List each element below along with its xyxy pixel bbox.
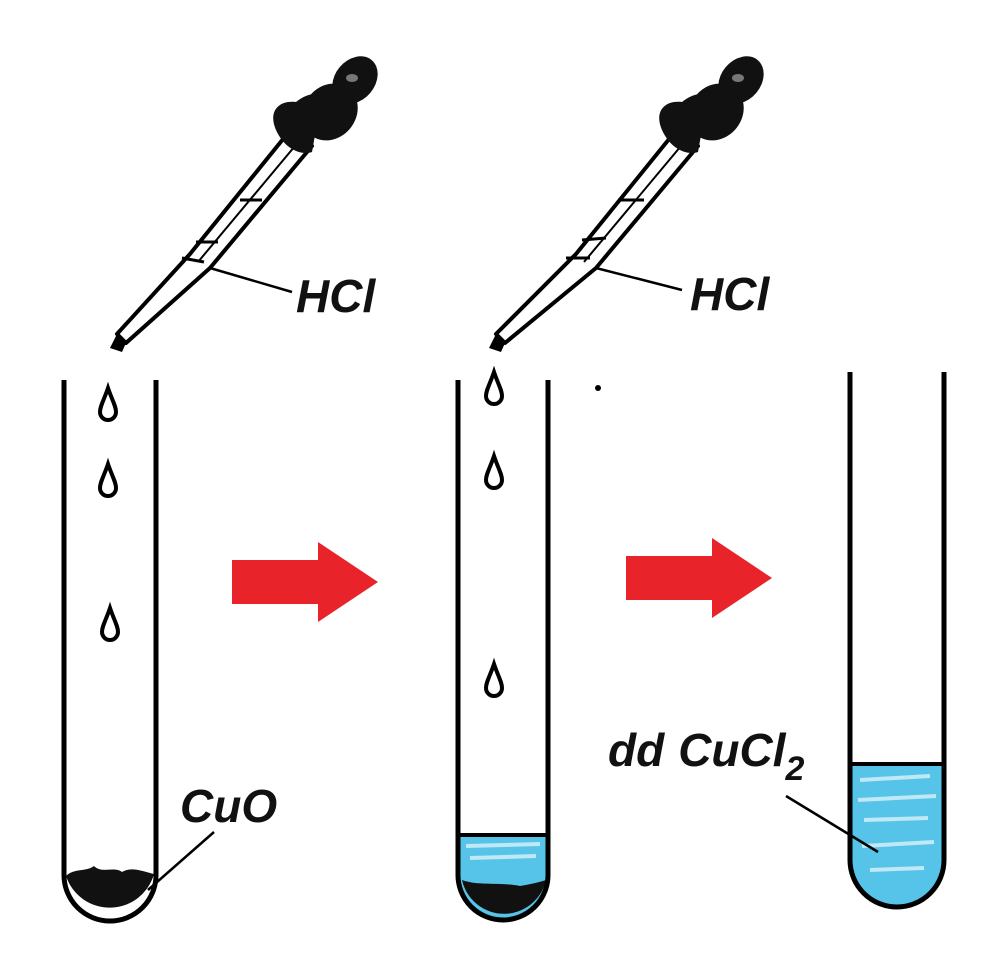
stray-dot [595, 385, 601, 391]
drop-icon [483, 657, 505, 698]
drop-icon [99, 601, 121, 642]
drop-icon [97, 381, 119, 422]
arrow-right-icon [626, 538, 772, 618]
dropper-1-bulb [273, 56, 378, 154]
test-tube-1: CuO [61, 380, 277, 924]
cucl2-leader [785, 794, 879, 854]
dropper-2-bulb [659, 56, 764, 154]
drop-icon [483, 365, 505, 406]
arrow-right-icon [232, 542, 378, 622]
tube-3-body [847, 372, 947, 910]
dropper-1: HCl [110, 56, 378, 352]
tube-3-solution-sheen [857, 774, 937, 872]
cuo-label: CuO [180, 780, 277, 832]
drop-icon [97, 457, 119, 498]
hcl-label-1: HCl [296, 270, 376, 322]
dropper-2: HCl [489, 56, 770, 352]
cucl2-prefix: dd [608, 724, 665, 776]
test-tube-2 [455, 365, 551, 923]
tube-2-solution-sheen [465, 842, 541, 860]
drop-icon [483, 449, 505, 490]
dropper-1-mark [181, 256, 205, 264]
tube-2-solid [462, 880, 546, 914]
dropper-2-glass [494, 126, 700, 345]
cuo-solid [66, 866, 154, 908]
hcl-1-leader [209, 266, 293, 294]
tube-3-solution [852, 764, 942, 905]
hcl-label-2: HCl [690, 268, 770, 320]
tube-1-body [61, 380, 159, 924]
dropper-1-tip [110, 334, 126, 352]
cucl2-formula: CuCl [678, 724, 787, 776]
hcl-2-leader [595, 266, 683, 292]
cucl2-subscript: 2 [785, 750, 805, 788]
dropper-2-mark [581, 236, 607, 242]
tube-2-body [455, 380, 551, 923]
cuo-leader [147, 831, 215, 891]
dropper-2-tip [489, 334, 505, 352]
